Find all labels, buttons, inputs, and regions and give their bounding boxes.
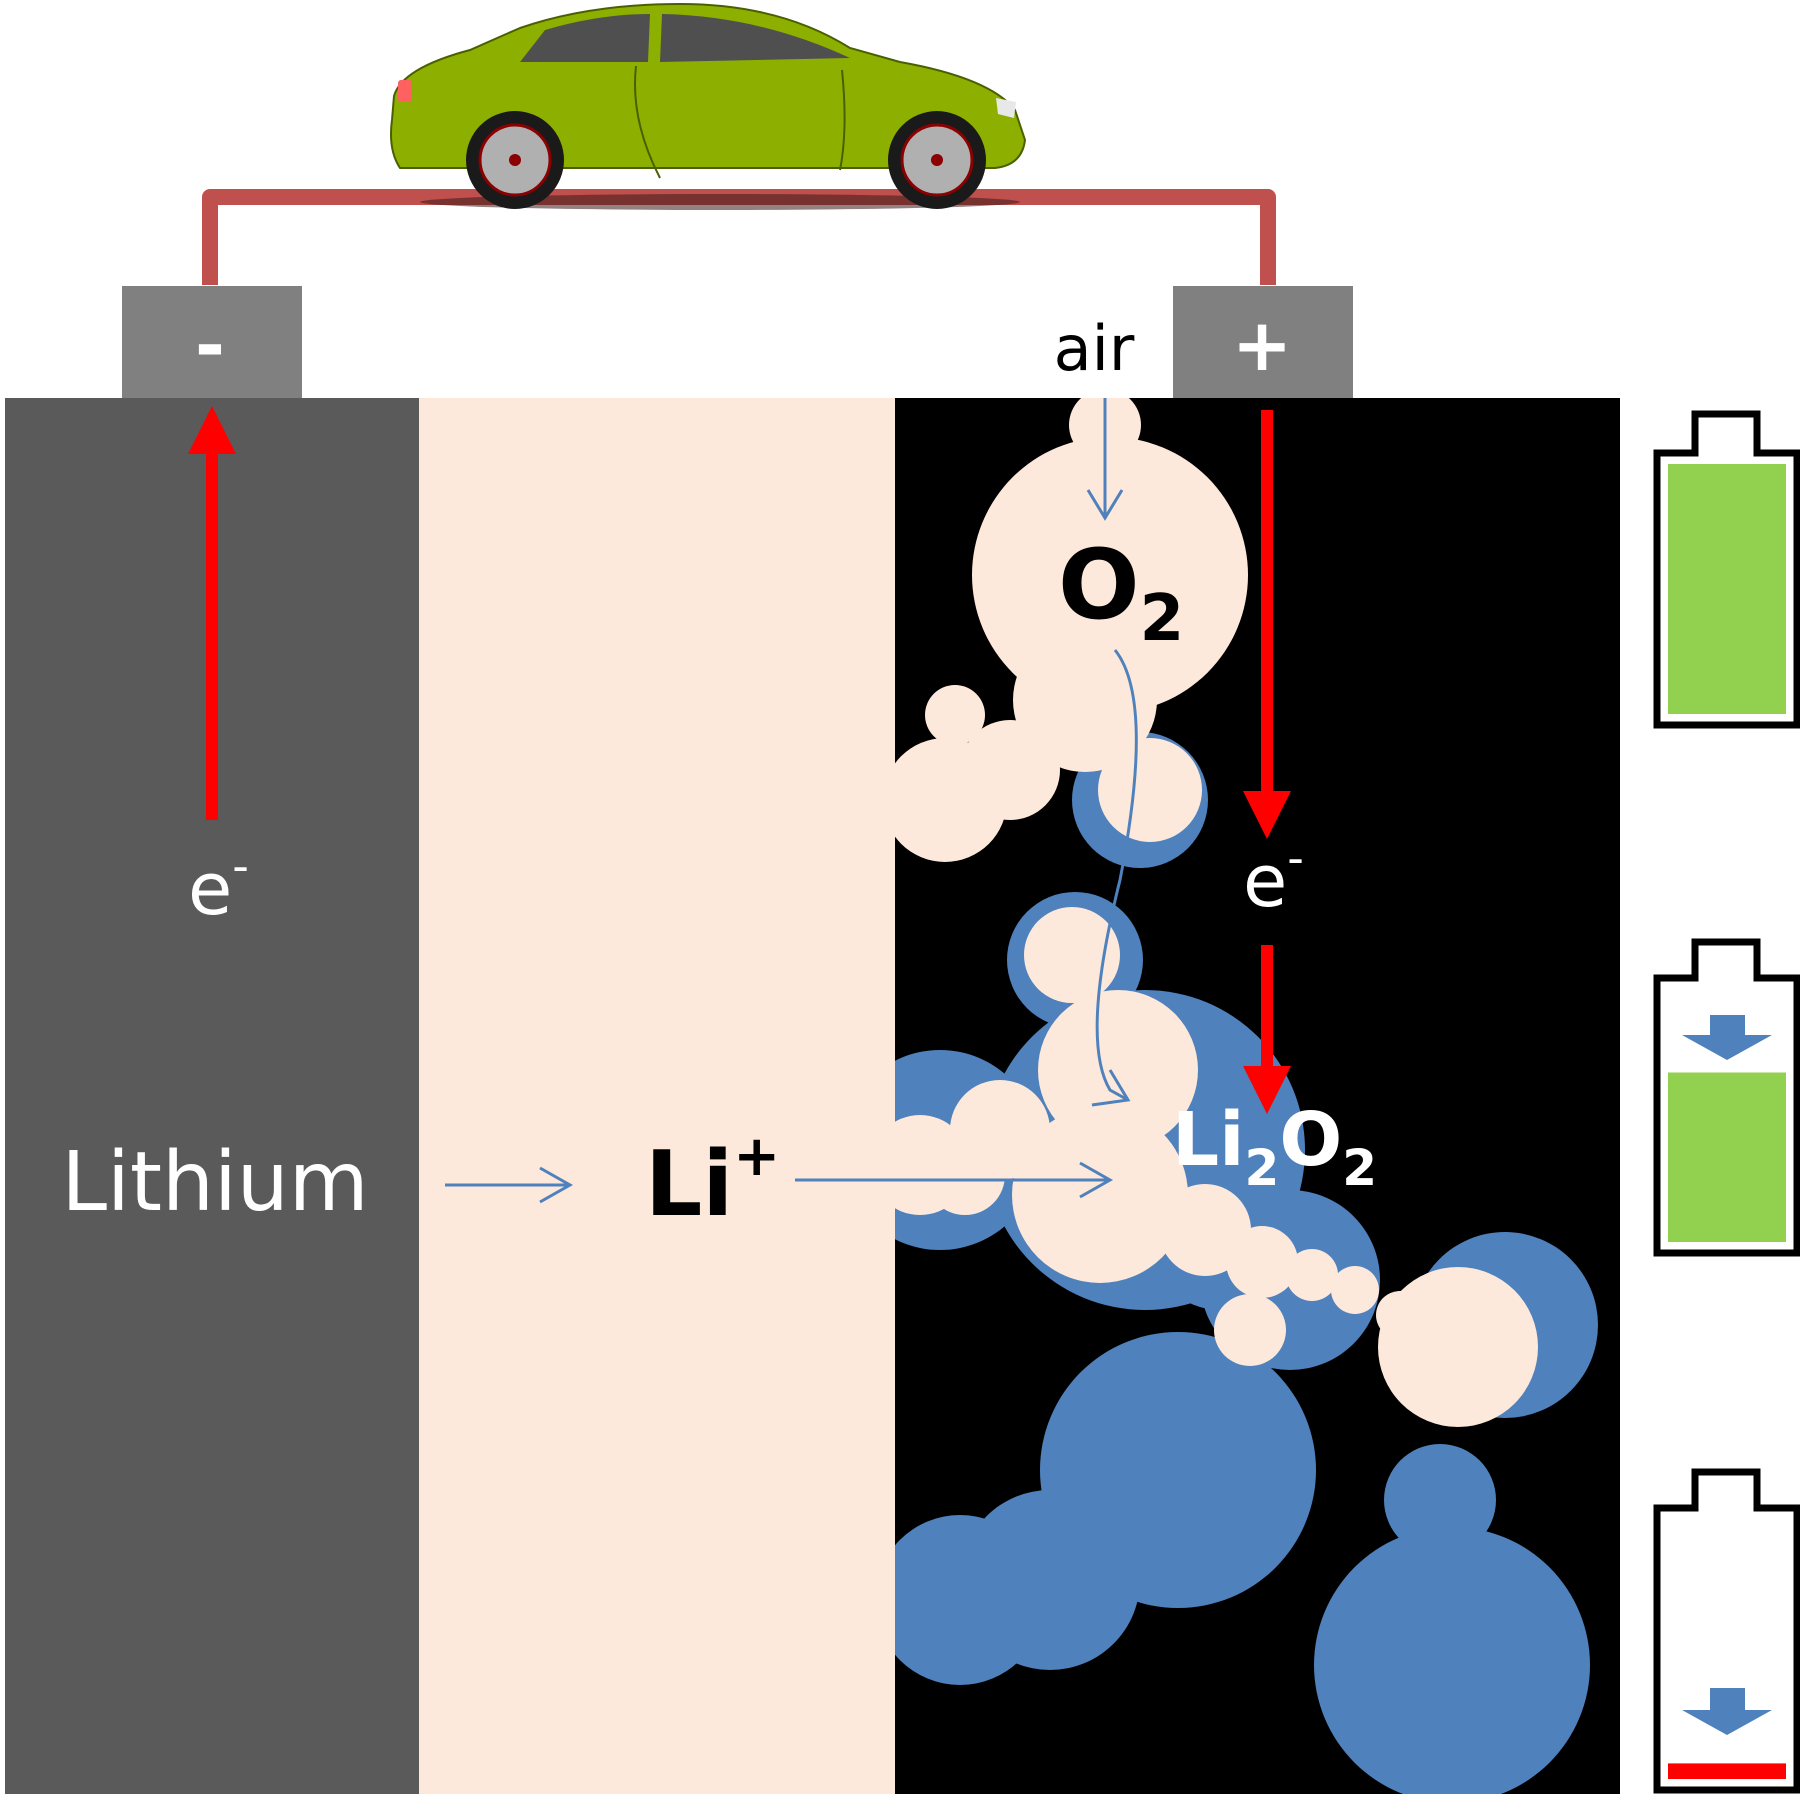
li-ion-arrow-left <box>445 1166 574 1204</box>
battery-half-icon <box>1653 938 1800 1257</box>
negative-terminal <box>122 286 302 398</box>
air-flow-arrow <box>1086 398 1124 521</box>
li2o2-label: Li2O2 <box>1172 1097 1377 1197</box>
air-label: air <box>1054 312 1135 385</box>
anode-electron-label: e- <box>188 839 249 931</box>
positive-terminal-label: + <box>1232 303 1292 387</box>
li-ion-arrow-right <box>795 1161 1114 1199</box>
cathode-electron-label: e- <box>1243 831 1304 923</box>
o2-label: O2 <box>1058 529 1184 656</box>
discharge-arrow-icon <box>1682 1688 1772 1735</box>
flow-arrows <box>445 398 1138 1204</box>
lithium-label: Lithium <box>61 1135 368 1230</box>
car-icon <box>390 2 1027 210</box>
negative-terminal-label: - <box>195 303 225 387</box>
discharge-arrow-icon <box>1682 1015 1772 1060</box>
electrolyte-pores <box>895 398 1538 1427</box>
battery-full-icon <box>1653 410 1800 729</box>
o2-diffusion-arrow <box>1091 649 1138 1107</box>
external-wire <box>202 189 1276 285</box>
battery-low-icon <box>1653 1468 1800 1794</box>
positive-terminal <box>1173 286 1353 398</box>
electrolyte-layer <box>419 398 895 1794</box>
cathode-pores <box>895 398 1598 1794</box>
li-ion-label: Li+ <box>645 1124 780 1237</box>
